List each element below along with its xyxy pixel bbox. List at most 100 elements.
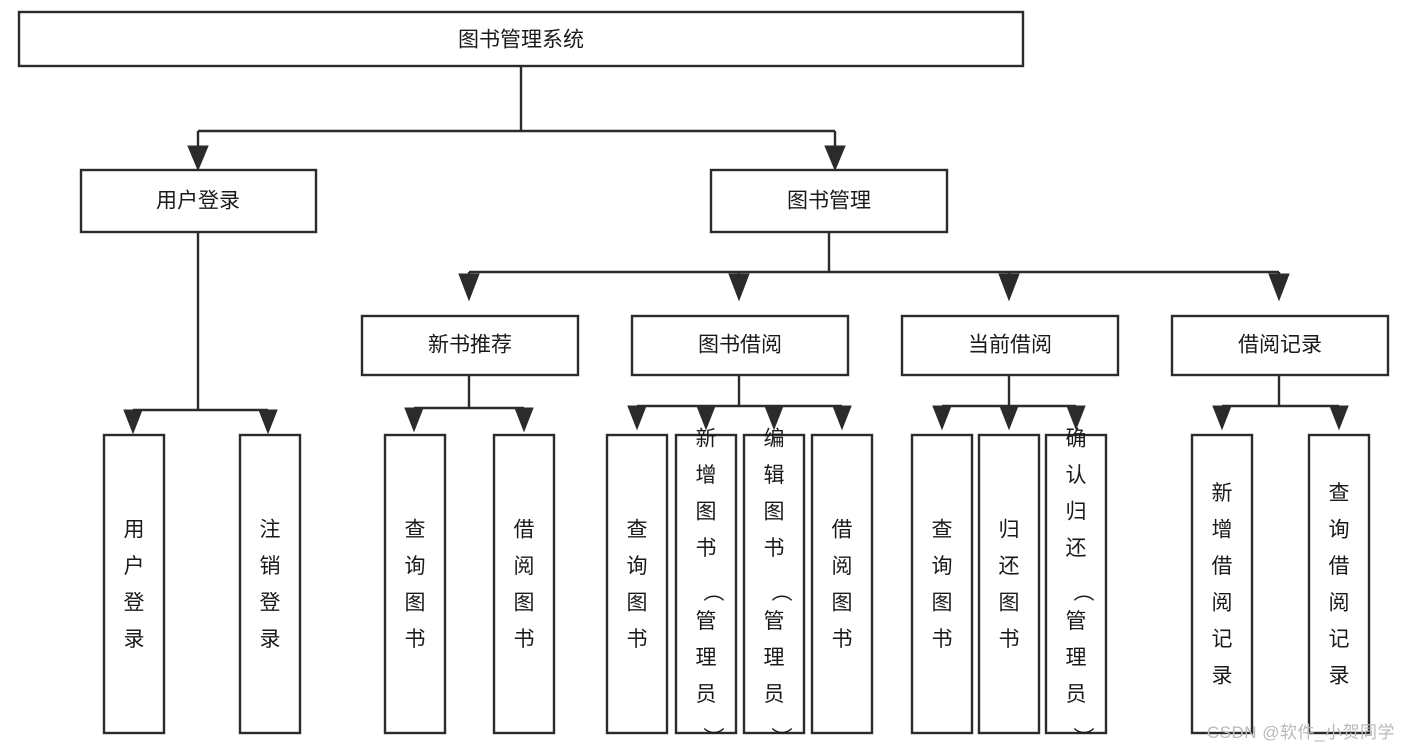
node-current-borrow[interactable]: 当前借阅 [900, 314, 1120, 377]
leaf-label-char: 认 [1066, 464, 1087, 487]
node-borrow-record[interactable]: 借阅记录 [1170, 314, 1390, 377]
arrow-head-leaf-current-borrow-2 [1066, 405, 1086, 431]
node-new-book-recommend[interactable]: 新书推荐 [360, 314, 580, 377]
leaf-box-book-borrow-1[interactable] [674, 433, 738, 735]
leaf-label-char: 编 [764, 427, 785, 450]
leaf-label-char: 还 [999, 555, 1020, 578]
leaf-label-char: 记 [1329, 628, 1350, 651]
leaf-label-char: 录 [1329, 665, 1350, 688]
leaf-label-char: 新 [1212, 482, 1233, 505]
leaf-label-char: 借 [1329, 555, 1350, 578]
leaf-box-current-borrow-0[interactable] [910, 433, 974, 735]
arrow-head-leaf-book-borrow-2 [764, 405, 784, 431]
leaf-group-new-book-recommend [383, 433, 556, 735]
leaf-label-char: 阅 [1329, 592, 1350, 615]
arrow-head-to-user-login [187, 145, 209, 172]
leaf-label-char: 图 [999, 592, 1020, 615]
leaf-box-current-borrow-2[interactable] [1044, 433, 1108, 735]
leaf-label-char: 归 [1066, 500, 1087, 523]
leaf-label-char: 员 [696, 683, 717, 706]
node-user-login[interactable]: 用户登录 [79, 168, 318, 234]
leaf-label-char: 书 [832, 628, 853, 651]
leaf-label-char: 书 [999, 628, 1020, 651]
leaf-label-char: 图 [405, 592, 426, 615]
leaf-box-new-book-0[interactable] [383, 433, 447, 735]
leaf-label-user-login-0: 用户登录 [124, 519, 145, 652]
node-user-login-box[interactable] [79, 168, 318, 234]
leaf-box-new-book-1[interactable] [492, 433, 556, 735]
leaf-group-current-borrow [910, 433, 1108, 735]
connector-group-user-login [123, 232, 278, 435]
leaf-label-char: 阅 [514, 555, 535, 578]
node-book-borrow-box[interactable] [630, 314, 850, 377]
arrow-head-leaf-current-borrow-1 [999, 405, 1019, 431]
leaf-box-current-borrow-1[interactable] [977, 433, 1041, 735]
arrow-head-leaf-borrow-record-0 [1212, 405, 1232, 431]
leaf-label-char: 图 [764, 500, 785, 523]
node-root-label: 图书管理系统 [458, 29, 584, 52]
leaf-box-book-borrow-0[interactable] [605, 433, 669, 735]
node-borrow-record-box[interactable] [1170, 314, 1390, 377]
leaf-box-borrow-record-1[interactable] [1307, 433, 1371, 735]
node-book-manage[interactable]: 图书管理 [709, 168, 949, 234]
arrow-head-to-new-book [458, 273, 480, 302]
leaf-label-char: 销 [260, 555, 281, 578]
leaf-label-char: ） [769, 727, 792, 747]
arrow-head-to-book-manage [824, 145, 846, 172]
leaf-label-char: 增 [696, 464, 717, 487]
leaf-box-book-borrow-3[interactable] [810, 433, 874, 735]
leaf-label-char: 新 [696, 427, 717, 450]
leaf-label-char: 书 [627, 628, 648, 651]
node-new-book-recommend-label: 新书推荐 [428, 334, 512, 357]
leaf-label-char: 书 [764, 537, 785, 560]
connector-group-root [187, 66, 846, 172]
node-book-borrow[interactable]: 图书借阅 [630, 314, 850, 377]
arrow-head-leaf-book-borrow-0 [627, 405, 647, 431]
leaf-label-char: 查 [627, 519, 648, 542]
arrow-head-leaf-book-borrow-3 [832, 405, 852, 431]
arrow-head-leaf-new-book-0 [404, 407, 424, 433]
leaf-label-char: 阅 [1212, 592, 1233, 615]
leaf-box-user-login-0[interactable] [102, 433, 166, 735]
leaf-label-char: 书 [405, 628, 426, 651]
node-new-book-recommend-box[interactable] [360, 314, 580, 377]
arrow-head-leaf-book-borrow-1 [696, 405, 716, 431]
leaf-label-char: ） [701, 727, 724, 747]
leaf-label-char: 询 [627, 555, 648, 578]
leaf-label-char: 图 [932, 592, 953, 615]
node-root-box[interactable] [17, 10, 1025, 68]
node-book-manage-box[interactable] [709, 168, 949, 234]
leaf-label-char: 辑 [764, 464, 785, 487]
arrow-head-leaf-new-book-1 [514, 407, 534, 433]
node-borrow-record-label: 借阅记录 [1238, 334, 1322, 357]
leaf-label-char: 录 [1212, 665, 1233, 688]
leaf-label-char: 查 [932, 519, 953, 542]
leaf-box-borrow-record-0[interactable] [1190, 433, 1254, 735]
leaf-label-char: 图 [514, 592, 535, 615]
leaf-label-char: 用 [124, 519, 145, 542]
node-book-borrow-label: 图书借阅 [698, 334, 782, 357]
leaf-box-user-login-1[interactable] [238, 433, 302, 735]
node-root[interactable]: 图书管理系统 [17, 10, 1025, 68]
leaf-label-char: 登 [260, 592, 281, 615]
connector-group-book-manage [458, 232, 1290, 302]
leaf-label-char: 录 [260, 628, 281, 651]
leaf-label-char: 询 [1329, 519, 1350, 542]
node-current-borrow-box[interactable] [900, 314, 1120, 377]
leaf-label-char: （ [769, 581, 792, 602]
arrow-head-leaf-current-borrow-0 [932, 405, 952, 431]
leaf-label-char: 增 [1212, 519, 1233, 542]
leaf-label-char: 询 [405, 555, 426, 578]
leaf-label-char: 借 [832, 519, 853, 542]
leaf-label-char: 管 [1066, 610, 1087, 633]
leaf-box-book-borrow-2[interactable] [742, 433, 806, 735]
leaf-label-char: 图 [832, 592, 853, 615]
